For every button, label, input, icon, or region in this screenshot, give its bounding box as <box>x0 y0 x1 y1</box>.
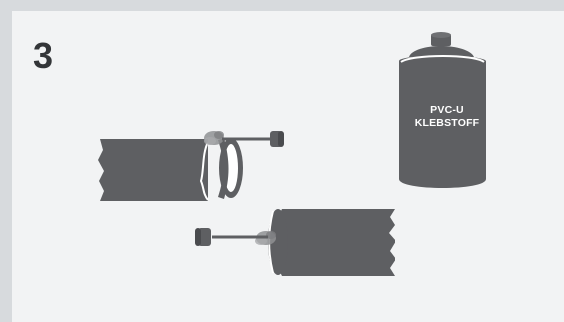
upper-pipe <box>98 138 243 201</box>
can-label-line1: PVC-U <box>430 104 464 116</box>
instruction-illustration <box>98 32 486 276</box>
adhesive-can <box>399 32 486 188</box>
adhesive-smudge-upper <box>204 131 224 145</box>
can-label: PVC-U KLEBSTOFF <box>398 104 496 130</box>
instruction-panel: 3 <box>12 11 564 322</box>
brush-upper <box>222 131 284 147</box>
step-number: 3 <box>33 35 54 76</box>
lower-pipe <box>268 209 396 276</box>
can-label-line2: KLEBSTOFF <box>414 117 480 129</box>
brush-lower <box>195 228 268 246</box>
